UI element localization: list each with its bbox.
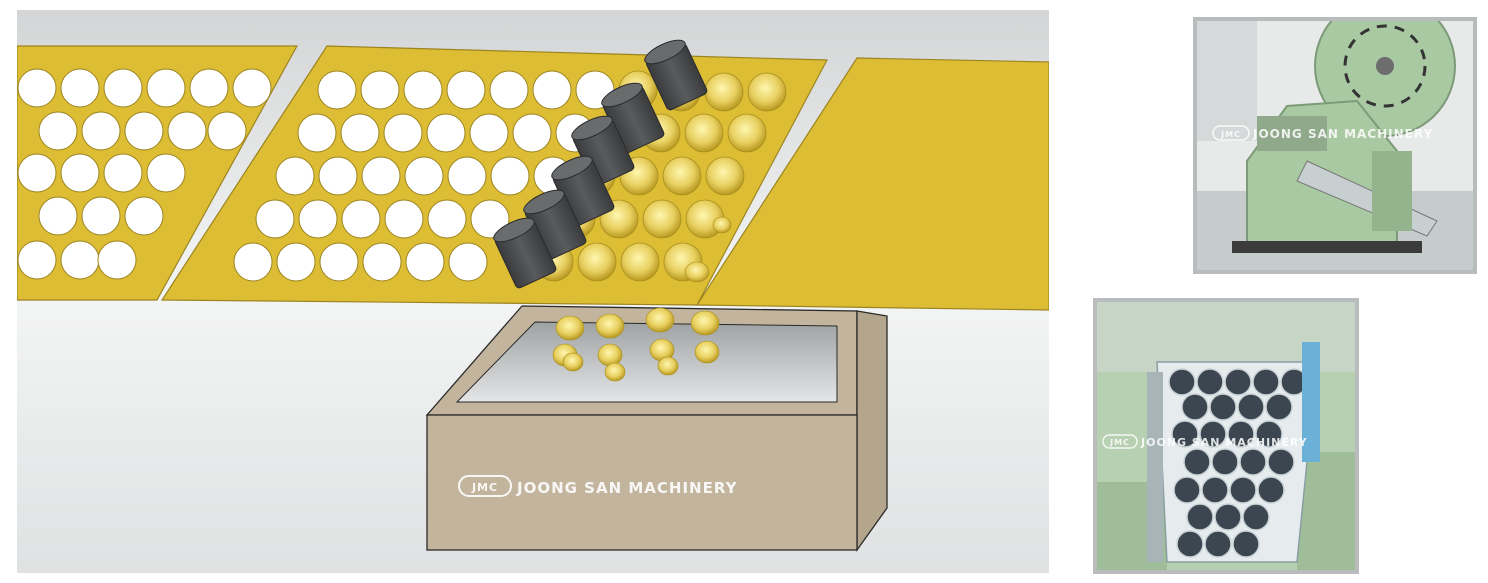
watermark-text: JOONG SAN MACHINERY [1140,436,1308,449]
watermark-text: JOONG SAN MACHINERY [1252,127,1433,141]
logo-mark [1102,434,1138,449]
process-illustration: JMC JOONG SAN MACHINERY [17,10,1049,573]
watermark-text: JOONG SAN MACHINERY [516,479,738,497]
logo-mark [458,475,512,497]
photo-watermark: JMC JOONG SAN MACHINERY [1102,434,1308,449]
logo-mark [1212,125,1250,141]
metal-strip-right [695,57,1049,311]
metal-strip-middle [160,45,828,306]
strip-photo: JMC JOONG SAN MACHINERY [1093,298,1359,574]
bin-watermark: JMC JOONG SAN MACHINERY [458,475,738,497]
punch-tools [493,39,708,289]
collection-bin [425,305,888,553]
logo-text: JMC [1220,130,1241,139]
metal-strip-left [17,45,299,301]
machine-photo: JMC JOONG SAN MACHINERY [1193,17,1477,274]
logo-text: JMC [471,481,498,494]
logo-text: JMC [1109,438,1130,447]
photo-watermark: JMC JOONG SAN MACHINERY [1212,125,1433,141]
falling-discs [552,216,732,382]
